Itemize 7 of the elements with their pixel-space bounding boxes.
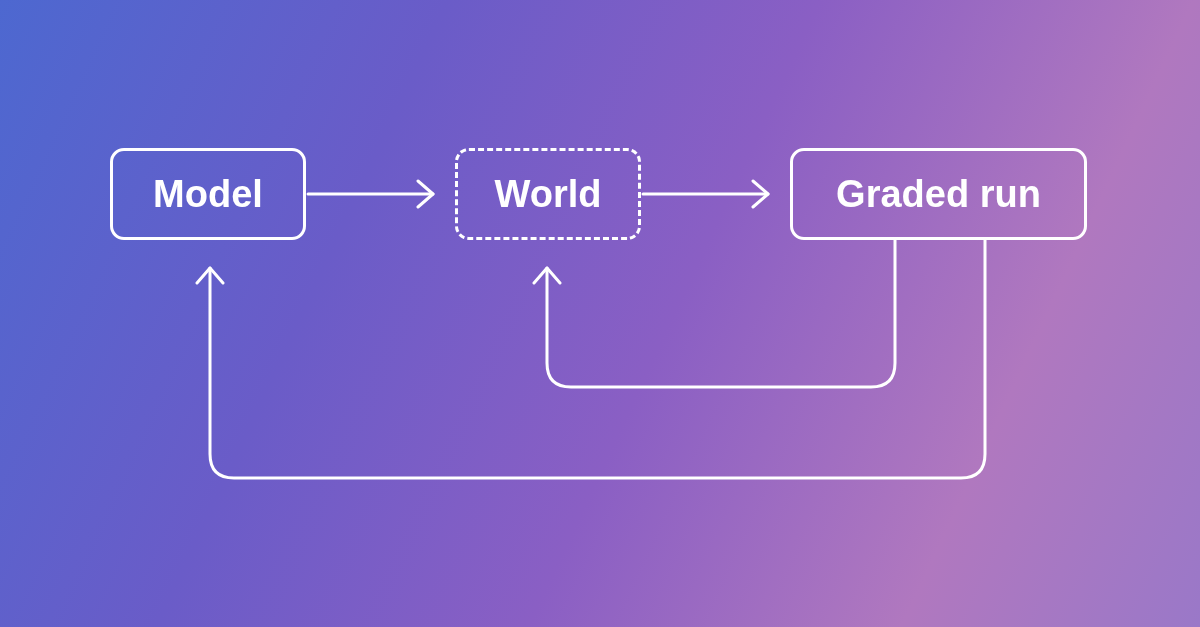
process-box: Graded run — [790, 148, 1087, 240]
arrow — [195, 238, 987, 480]
process-box: World — [455, 148, 641, 240]
process-box: Model — [110, 148, 306, 240]
arrow — [641, 179, 770, 209]
arrow — [532, 238, 897, 389]
arrow — [306, 179, 435, 209]
